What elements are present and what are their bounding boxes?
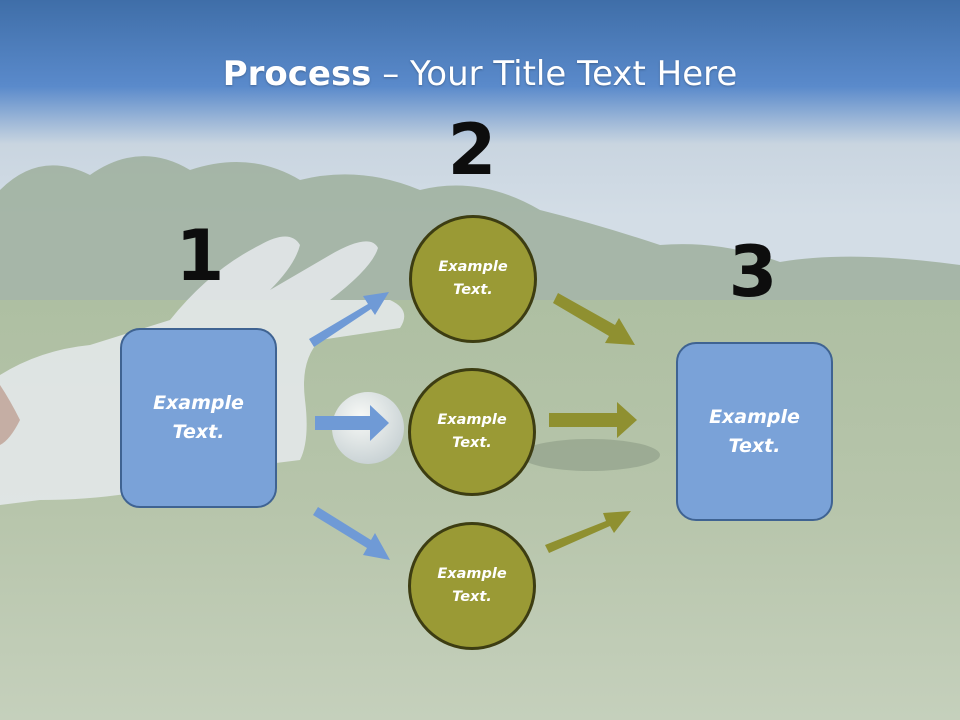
circle-step-2: Example Text. xyxy=(408,368,536,496)
step-number-2: 2 xyxy=(447,109,497,191)
step-number-3: 3 xyxy=(728,231,778,313)
right-process-box: Example Text. xyxy=(676,342,833,521)
arrow-from-circle-2 xyxy=(549,402,637,438)
arrow-to-circle-1 xyxy=(309,292,389,347)
circle-step-3: Example Text. xyxy=(408,522,536,650)
arrow-to-circle-2 xyxy=(315,405,389,441)
left-box-text: Example Text. xyxy=(153,392,244,443)
circle-2-text: Example Text. xyxy=(437,412,507,451)
circle-3-text: Example Text. xyxy=(437,566,507,605)
title-bold: Process xyxy=(222,54,372,94)
arrow-from-circle-1 xyxy=(553,293,635,345)
arrow-from-circle-3 xyxy=(545,511,631,553)
left-process-box: Example Text. xyxy=(120,328,277,508)
slide-title: Process – Your Title Text Here xyxy=(0,52,960,96)
arrow-to-circle-3 xyxy=(313,507,390,560)
step-number-1: 1 xyxy=(175,215,225,297)
title-rest: – Your Title Text Here xyxy=(371,54,738,94)
circle-step-1: Example Text. xyxy=(409,215,537,343)
right-box-text: Example Text. xyxy=(709,405,800,457)
circle-1-text: Example Text. xyxy=(438,259,508,298)
